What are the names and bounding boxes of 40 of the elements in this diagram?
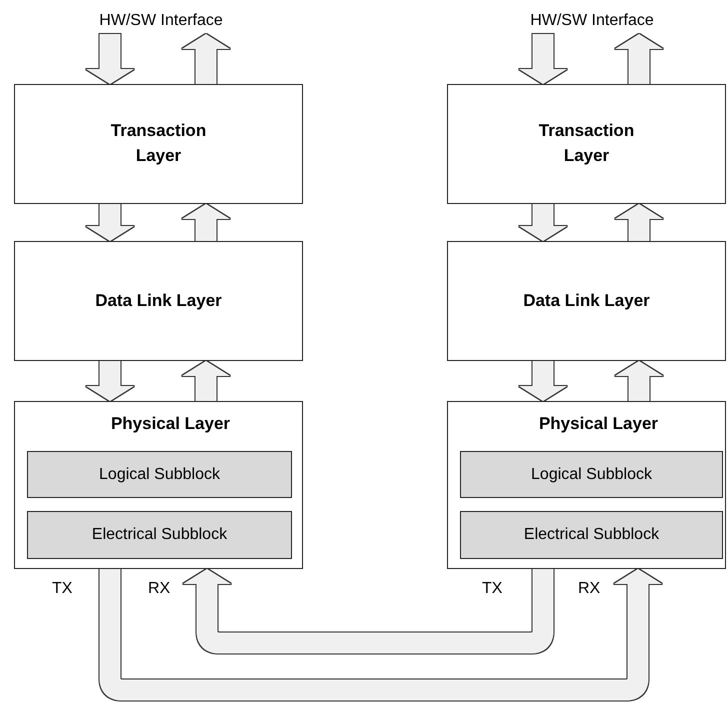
layer-title: Data Link Layer: [523, 290, 650, 312]
block-arrow: [615, 361, 663, 401]
layer-title: Data Link Layer: [95, 290, 222, 312]
layer-box: [14, 241, 303, 361]
block-arrow: [86, 361, 134, 401]
block-arrow: [182, 34, 230, 84]
block-arrow: [182, 204, 230, 241]
interface-label: HW/SW Interface: [99, 12, 223, 30]
block-arrow: [615, 34, 663, 84]
layer-box: [14, 84, 303, 204]
block-arrow: [519, 361, 567, 401]
layer-title: Physical Layer: [538, 414, 658, 433]
layer-box: [14, 401, 303, 569]
layer-title: Transaction Layer: [110, 120, 208, 167]
interface-label: HW/SW Interface: [530, 12, 654, 30]
block-arrow: [183, 569, 554, 654]
block-arrow: [100, 569, 662, 700]
layer-box: [447, 84, 726, 204]
block-arrow: [519, 204, 567, 241]
block-arrow: [86, 34, 134, 84]
subblock-label: Logical Subblock: [531, 466, 652, 484]
layer-box: [447, 401, 726, 569]
block-arrow: [182, 361, 230, 401]
layer-title: Physical Layer: [110, 414, 230, 433]
subblock-box: [27, 511, 292, 559]
signal-label: TX: [482, 580, 502, 598]
signal-label: TX: [52, 580, 72, 598]
block-arrow: [86, 204, 134, 241]
subblock-box: [460, 511, 723, 559]
subblock-box: [460, 451, 723, 498]
subblock-label: Logical Subblock: [99, 466, 220, 484]
subblock-label: Electrical Subblock: [524, 526, 660, 544]
signal-label: RX: [148, 580, 170, 598]
layer-title: Transaction Layer: [538, 120, 636, 167]
block-arrow: [615, 204, 663, 241]
signal-label: RX: [578, 580, 600, 598]
layer-box: [447, 241, 726, 361]
block-arrow: [519, 34, 567, 84]
subblock-label: Electrical Subblock: [92, 526, 228, 544]
subblock-box: [27, 451, 292, 498]
